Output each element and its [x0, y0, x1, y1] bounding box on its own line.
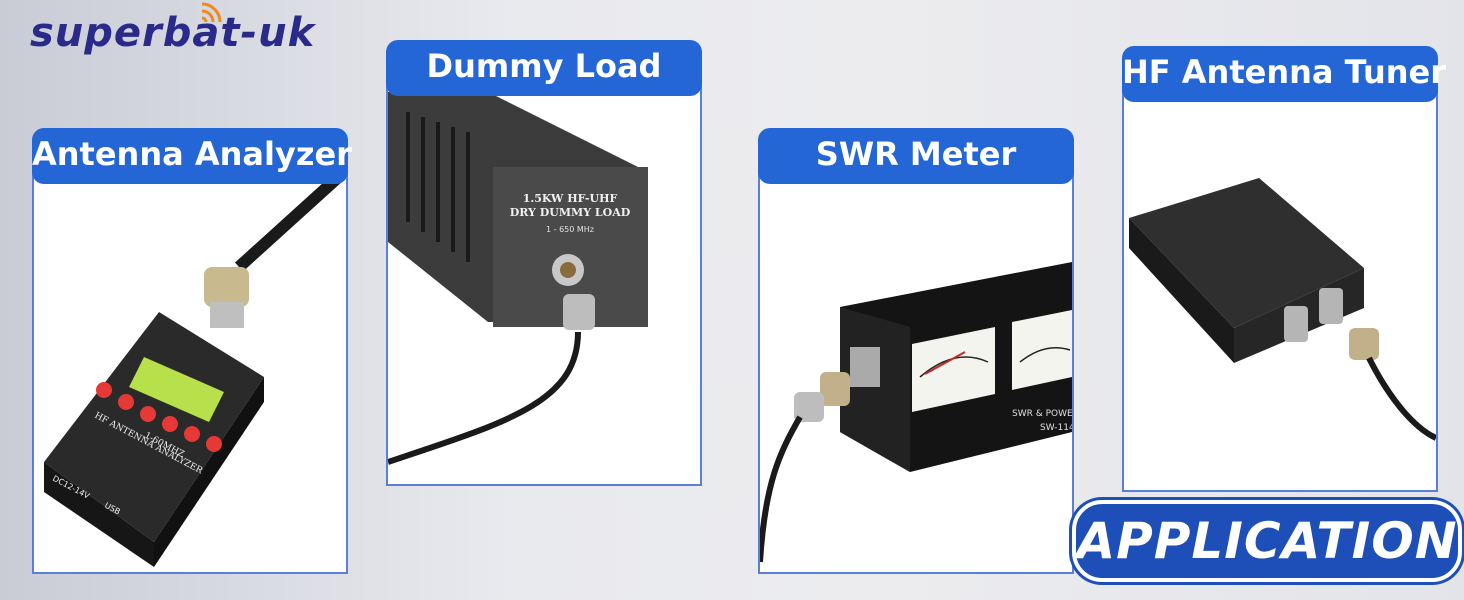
swr-meter-label: SWR Meter — [758, 128, 1074, 184]
dummy-load-card: 1.5KW HF-UHF DRY DUMMY LOAD 1 - 650 MHz — [386, 70, 702, 486]
swr-meter-card: SWR & POWER METER SW-114 — [758, 160, 1074, 574]
dummy-title-text: 1.5KW HF-UHF — [523, 192, 618, 205]
hf-antenna-tuner-image — [1129, 178, 1436, 441]
dummy-range-text: 1 - 650 MHz — [546, 225, 594, 234]
wifi-icon — [201, 2, 222, 22]
brand-name: superbat-uk — [30, 10, 316, 56]
dummy-load-image: 1.5KW HF-UHF DRY DUMMY LOAD 1 - 650 MHz — [388, 92, 648, 465]
dummy-load-label: Dummy Load — [386, 40, 702, 96]
dummy-subtitle-text: DRY DUMMY LOAD — [510, 206, 631, 219]
antenna-analyzer-card: HF ANTENNA ANALYZER 1-60MHZ DC12-14V USB — [32, 160, 348, 574]
swr-model-text: SW-114 — [1040, 423, 1072, 433]
application-badge-text: APPLICATION — [1076, 512, 1458, 570]
application-badge: APPLICATION — [1072, 500, 1462, 582]
hf-antenna-tuner-card — [1122, 76, 1438, 492]
antenna-analyzer-image: HF ANTENNA ANALYZER 1-60MHZ DC12-14V USB — [44, 167, 346, 567]
swr-brand-text: SWR & POWER METER — [1012, 409, 1072, 419]
antenna-analyzer-label: Antenna Analyzer — [32, 128, 352, 184]
swr-meter-image: SWR & POWER METER SW-114 — [760, 262, 1072, 563]
hf-antenna-tuner-label: HF Antenna Tuner — [1122, 46, 1446, 102]
